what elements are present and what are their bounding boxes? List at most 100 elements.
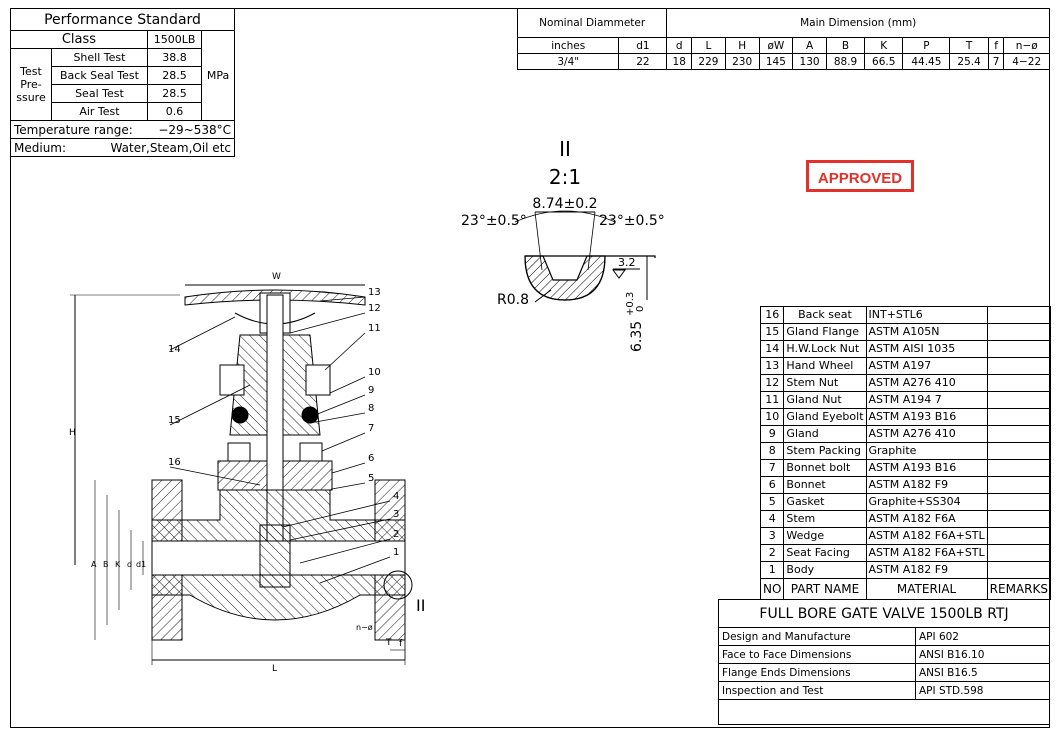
dim-header: n−ø bbox=[1003, 37, 1050, 54]
dim-a-label: A bbox=[91, 560, 97, 569]
balloon-9: 9 bbox=[368, 385, 374, 396]
part-remarks bbox=[986, 459, 1051, 477]
class-value: 1500LB bbox=[146, 30, 203, 49]
depth-value: 6.35 bbox=[629, 321, 645, 352]
part-remarks bbox=[986, 323, 1051, 341]
part-no: 4 bbox=[759, 510, 785, 528]
performance-standard-table: Performance Standard Class 1500LB MPa Te… bbox=[10, 8, 235, 157]
dim-header: d bbox=[666, 37, 693, 54]
flange-dim-labels: A B K d d1 n−ø bbox=[91, 560, 373, 632]
balloon-4: 4 bbox=[393, 491, 399, 502]
part-remarks bbox=[986, 357, 1051, 375]
part-name: Body bbox=[783, 561, 867, 579]
part-remarks bbox=[986, 340, 1051, 358]
test-value: 0.6 bbox=[146, 102, 203, 121]
part-material: ASTM AISI 1035 bbox=[865, 340, 988, 358]
balloon-leaders bbox=[169, 296, 391, 584]
part-name: Gland Nut bbox=[783, 391, 867, 409]
test-pressure-label: Test Pre-ssure bbox=[10, 48, 52, 121]
part-remarks bbox=[986, 476, 1051, 494]
part-material: INT+STL6 bbox=[865, 306, 988, 324]
dim-header: P bbox=[902, 37, 951, 54]
part-material: Graphite+SS304 bbox=[865, 493, 988, 511]
dim-header: A bbox=[792, 37, 827, 54]
bonnet-bolt-right bbox=[299, 442, 323, 462]
part-remarks bbox=[986, 527, 1051, 545]
part-remarks bbox=[986, 442, 1051, 460]
test-name: Shell Test bbox=[51, 48, 148, 67]
title-block-table: FULL BORE GATE VALVE 1500LB RTJ Design a… bbox=[718, 599, 1050, 725]
wedge bbox=[259, 524, 291, 588]
part-material: ASTM A276 410 bbox=[865, 425, 988, 443]
test-name: Seal Test bbox=[51, 84, 148, 103]
unit-cell: MPa bbox=[201, 30, 235, 121]
part-material: ASTM A182 F9 bbox=[865, 476, 988, 494]
balloon-5: 5 bbox=[368, 473, 374, 484]
part-no: 16 bbox=[759, 306, 785, 324]
part-no: 15 bbox=[759, 323, 785, 341]
part-remarks bbox=[986, 391, 1051, 409]
part-remarks bbox=[986, 561, 1051, 579]
part-remarks bbox=[986, 408, 1051, 426]
depth-dim-text: 6.35 +0.3 0 bbox=[625, 292, 646, 352]
part-no: 11 bbox=[759, 391, 785, 409]
radius-leader bbox=[534, 289, 552, 303]
angle-left-dim: 23°±0.5° bbox=[461, 213, 527, 229]
roughness-value: 3.2 bbox=[618, 256, 636, 269]
balloon-1: 1 bbox=[393, 547, 399, 558]
part-no: 5 bbox=[759, 493, 785, 511]
balloon-8: 8 bbox=[368, 403, 374, 414]
temperature-label: Temperature range: bbox=[14, 122, 133, 137]
dim-header: øW bbox=[758, 37, 794, 54]
h-label: H bbox=[69, 428, 76, 438]
part-material: ASTM A182 F6A+STL bbox=[865, 527, 988, 545]
spec-label: Inspection and Test bbox=[718, 681, 916, 700]
part-no: 7 bbox=[759, 459, 785, 477]
dim-header: d1 bbox=[618, 37, 668, 54]
gland-nut-right bbox=[305, 364, 331, 396]
detail-ref-label: II bbox=[416, 596, 425, 615]
part-material: ASTM A193 B16 bbox=[865, 459, 988, 477]
dim-value: 22 bbox=[618, 53, 668, 70]
part-remarks bbox=[986, 374, 1051, 392]
nominal-label: Nominal Diammeter bbox=[516, 8, 668, 38]
part-name: Bonnet bolt bbox=[783, 459, 867, 477]
test-name: Back Seal Test bbox=[51, 66, 148, 85]
detail-ii-circle bbox=[383, 570, 413, 600]
part-remarks bbox=[986, 306, 1051, 324]
dim-value: 66.5 bbox=[864, 53, 904, 70]
part-name: Wedge bbox=[783, 527, 867, 545]
dim-value: 3/4" bbox=[516, 53, 620, 70]
part-name: Hand Wheel bbox=[783, 357, 867, 375]
dim-value: 44.45 bbox=[902, 53, 951, 70]
valve-section-drawing: 13 12 11 14 10 9 8 15 7 16 6 5 4 3 2 1 W… bbox=[69, 272, 425, 674]
dim-value: 229 bbox=[691, 53, 726, 70]
depth-tol-upper: +0.3 bbox=[625, 292, 636, 316]
spec-value: ANSI B16.10 bbox=[915, 645, 1050, 664]
part-no: 8 bbox=[759, 442, 785, 460]
detail-ii-view: II 2:1 8.74±0.2 23°±0.5° 23°±0.5° 3.2 R0… bbox=[461, 137, 665, 352]
part-no: 14 bbox=[759, 340, 785, 358]
header-part-name: PART NAME bbox=[783, 578, 867, 600]
balloon-labels: 13 12 11 14 10 9 8 15 7 16 6 5 4 3 2 1 bbox=[168, 287, 399, 558]
header-no: NO bbox=[759, 578, 785, 600]
bonnet-bolt-left bbox=[227, 442, 251, 462]
test-value: 38.8 bbox=[146, 48, 203, 67]
part-no: 12 bbox=[759, 374, 785, 392]
part-material: ASTM A182 F9 bbox=[865, 561, 988, 579]
balloon-16: 16 bbox=[168, 457, 181, 468]
nphi-label: n−ø bbox=[356, 623, 373, 632]
temperature-value: −29~538°C bbox=[158, 122, 231, 137]
part-name: Bonnet bbox=[783, 476, 867, 494]
part-no: 13 bbox=[759, 357, 785, 375]
part-name: Back seat bbox=[783, 306, 867, 324]
